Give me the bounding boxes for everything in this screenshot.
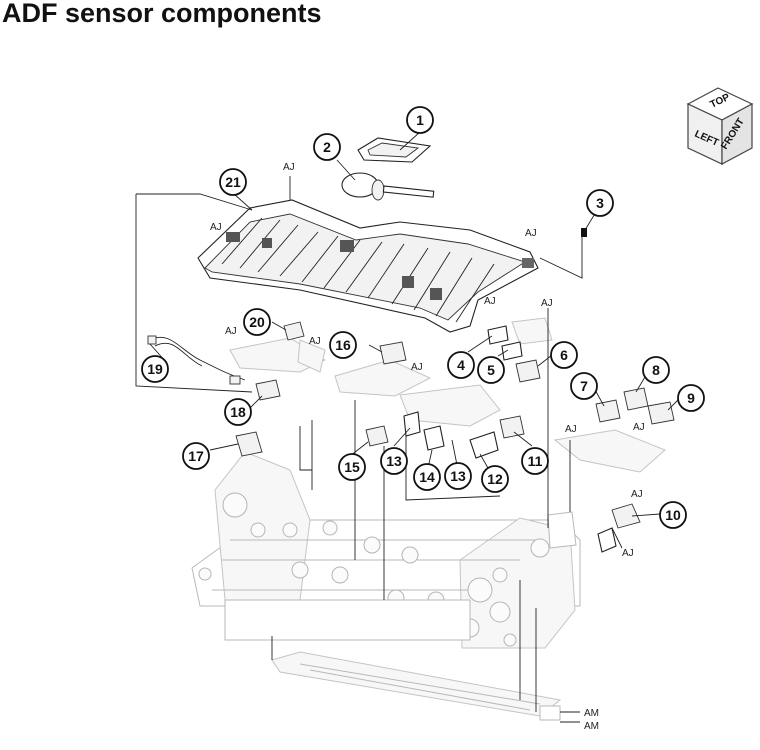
callout-3: 3 bbox=[586, 189, 614, 217]
callout-5: 5 bbox=[477, 356, 505, 384]
callout-number: 1 bbox=[416, 112, 424, 128]
reference-labels: AJ AJ AJ AJ AJ AJ AJ AJ AJ AJ AJ AJ AM A… bbox=[210, 162, 645, 732]
page-title: ADF sensor components bbox=[2, 0, 322, 28]
part-3-spring bbox=[581, 228, 587, 237]
callout-number: 17 bbox=[188, 448, 204, 464]
ref-label-aj: AJ bbox=[225, 326, 237, 337]
center-bracket-ghost bbox=[334, 359, 501, 427]
callout-number: 13 bbox=[386, 453, 402, 469]
callout-number: 9 bbox=[687, 390, 695, 406]
callout-13b: 13 bbox=[380, 447, 408, 475]
orientation-cube: TOP LEFT FRONT bbox=[686, 87, 754, 165]
callout-19: 19 bbox=[141, 355, 169, 383]
ref-label-am: AM bbox=[584, 721, 599, 732]
part-2-roller bbox=[341, 172, 435, 201]
callout-number: 21 bbox=[225, 174, 241, 190]
ref-label-aj: AJ bbox=[565, 424, 577, 435]
callout-number: 10 bbox=[665, 507, 681, 523]
ref-label-aj: AJ bbox=[633, 422, 645, 433]
callout-4: 4 bbox=[447, 351, 475, 379]
callout-number: 16 bbox=[335, 337, 351, 353]
callout-number: 2 bbox=[323, 139, 331, 155]
callout-1: 1 bbox=[406, 106, 434, 134]
callout-2: 2 bbox=[313, 133, 341, 161]
callout-number: 14 bbox=[419, 469, 435, 485]
adf-base-frame-ghost bbox=[191, 451, 581, 649]
ref-label-aj: AJ bbox=[411, 362, 423, 373]
callout-15: 15 bbox=[338, 453, 366, 481]
ref-label-aj: AJ bbox=[484, 296, 496, 307]
part-1-sensor-flag bbox=[357, 137, 432, 163]
left-bracket-ghost bbox=[229, 337, 327, 373]
ref-label-aj: AJ bbox=[210, 222, 222, 233]
callout-number: 15 bbox=[344, 459, 360, 475]
callout-20: 20 bbox=[243, 308, 271, 336]
callout-number: 8 bbox=[652, 362, 660, 378]
ref-label-aj: AJ bbox=[622, 548, 634, 559]
ref-label-aj: AJ bbox=[283, 162, 295, 173]
callout-17: 17 bbox=[182, 442, 210, 470]
ref-label-aj: AJ bbox=[631, 489, 643, 500]
callout-16: 16 bbox=[329, 331, 357, 359]
callout-10: 10 bbox=[659, 501, 687, 529]
callout-12: 12 bbox=[481, 465, 509, 493]
ref-label-aj: AJ bbox=[541, 298, 553, 309]
callout-14: 14 bbox=[413, 463, 441, 491]
callout-6: 6 bbox=[550, 341, 578, 369]
callout-number: 11 bbox=[528, 453, 543, 469]
callout-number: 6 bbox=[560, 347, 568, 363]
callout-8: 8 bbox=[642, 356, 670, 384]
callout-18: 18 bbox=[224, 398, 252, 426]
ref-label-aj: AJ bbox=[309, 336, 321, 347]
callout-number: 3 bbox=[596, 195, 604, 211]
callout-13: 13 bbox=[444, 462, 472, 490]
upper-guide-assembly bbox=[197, 199, 539, 333]
callout-number: 5 bbox=[487, 362, 495, 378]
callout-number: 7 bbox=[580, 378, 588, 394]
lower-guide-bar-ghost bbox=[271, 651, 562, 721]
ref-label-aj: AJ bbox=[525, 228, 537, 239]
callout-number: 18 bbox=[230, 404, 246, 420]
callout-number: 4 bbox=[457, 357, 465, 373]
right-bracket-ghost bbox=[511, 317, 666, 473]
callout-number: 12 bbox=[487, 471, 503, 487]
callout-7: 7 bbox=[570, 372, 598, 400]
callout-21: 21 bbox=[219, 168, 247, 196]
callout-number: 13 bbox=[450, 468, 466, 484]
callout-9: 9 bbox=[677, 384, 705, 412]
callout-11: 11 bbox=[521, 447, 549, 475]
callout-number: 20 bbox=[249, 314, 265, 330]
callout-number: 19 bbox=[147, 361, 163, 377]
ref-label-am: AM bbox=[584, 708, 599, 719]
sensor-parts bbox=[147, 321, 675, 553]
